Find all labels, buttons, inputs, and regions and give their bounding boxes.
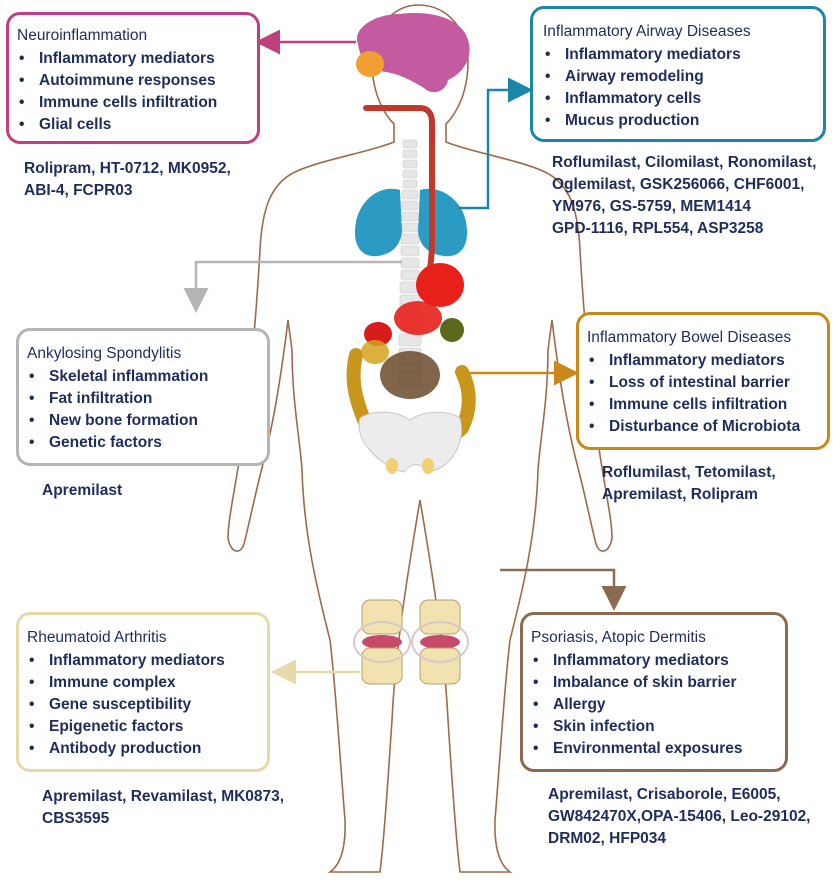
drug-line: Apremilast, Crisaborole, E6005, [548,786,781,803]
list-item: Glial cells [17,114,247,136]
arrow-ankylosing [183,260,402,313]
list-item: Inflammatory mediators [587,350,821,372]
gallbladder [364,322,392,346]
drug-line: Apremilast, Rolipram [602,486,758,503]
list-item: Inflammatory mediators [27,650,257,672]
rheumatoid-arthritis-drugs: Apremilast, Revamilast, MK0873, CBS3595 [42,786,284,830]
list-item: Disturbance of Microbiota [587,416,821,438]
brain-stem [356,51,384,77]
list-item: Inflammatory cells [543,88,813,110]
pelvis [358,411,462,473]
drug-line: CBS3595 [42,810,110,827]
psoriasis-dermatitis-box: Psoriasis, Atopic Dermitis Inflammatory … [520,612,788,772]
brain [356,13,470,93]
arrow-psoriasis [500,568,627,611]
psoriasis-dermatitis-drugs: Apremilast, Crisaborole, E6005, GW842470… [548,784,811,850]
list-item: Immune cells infiltration [17,92,247,114]
list-item: Allergy [531,694,779,716]
liver [394,301,442,335]
drug-line: Roflumilast, Tetomilast, [602,464,776,481]
drug-line: Apremilast [42,482,123,499]
drug-line: GW842470X,OPA-15406, Leo-29102, [548,808,811,825]
list-item: Environmental exposures [531,738,779,760]
neuroinflammation-title: Neuroinflammation [17,27,148,44]
list-item: New bone formation [27,410,257,432]
list-item: Inflammatory mediators [543,44,813,66]
list-item: Gene susceptibility [27,694,257,716]
list-item: Inflammatory mediators [17,48,247,70]
list-item: Fat infiltration [27,388,257,410]
small-intestine [380,351,440,399]
list-item: Skin infection [531,716,779,738]
arrow-airway [458,77,533,210]
list-item: Loss of intestinal barrier [587,372,821,394]
drug-line: Apremilast, Revamilast, MK0873, [42,788,285,805]
femur-head-right [422,458,434,474]
bowel-diseases-drugs: Roflumilast, Tetomilast, Apremilast, Rol… [602,462,776,506]
stomach [416,263,464,307]
rheumatoid-arthritis-list: Inflammatory mediators Immune complex Ge… [27,650,257,760]
ankylosing-spondylitis-list: Skeletal inflammation Fat infiltration N… [27,366,257,454]
drug-line: GPD-1116, RPL554, ASP3258 [552,220,764,237]
neuroinflammation-box: Neuroinflammation Inflammatory mediators… [6,12,260,144]
right-knee-joint [411,599,469,685]
airway-diseases-list: Inflammatory mediators Airway remodeling… [543,44,813,132]
pancreas [440,318,464,342]
list-item: Immune complex [27,672,257,694]
psoriasis-dermatitis-list: Inflammatory mediators Imbalance of skin… [531,650,779,760]
list-item: Genetic factors [27,432,257,454]
left-lung [354,188,402,257]
bowel-diseases-box: Inflammatory Bowel Diseases Inflammatory… [576,312,830,450]
femur-head-left [386,458,398,474]
list-item: Autoimmune responses [17,70,247,92]
list-item: Airway remodeling [543,66,813,88]
airway-diseases-title: Inflammatory Airway Diseases [543,23,751,40]
list-item: Mucus production [543,110,813,132]
drug-line: Oglemilast, GSK256066, CHF6001, [552,176,805,193]
colon-segment [361,340,389,364]
ankylosing-spondylitis-drugs: Apremilast [42,480,122,502]
drug-line: YM976, GS-5759, MEM1414 [552,198,752,215]
neuroinflammation-drugs: Rolipram, HT-0712, MK0952, ABI-4, FCPR03 [24,158,231,202]
left-knee-joint [353,599,411,685]
drug-line: Roflumilast, Cilomilast, Ronomilast, [552,154,817,171]
psoriasis-dermatitis-title: Psoriasis, Atopic Dermitis [531,629,706,646]
list-item: Skeletal inflammation [27,366,257,388]
drug-line: Rolipram, HT-0712, MK0952, [24,160,231,177]
rheumatoid-arthritis-title: Rheumatoid Arthritis [27,629,167,646]
ankylosing-spondylitis-title: Ankylosing Spondylitis [27,345,182,362]
list-item: Inflammatory mediators [531,650,779,672]
drug-line: ABI-4, FCPR03 [24,182,133,199]
ankylosing-spondylitis-box: Ankylosing Spondylitis Skeletal inflamma… [16,328,270,466]
neuroinflammation-list: Inflammatory mediators Autoimmune respon… [17,48,247,136]
bowel-diseases-title: Inflammatory Bowel Diseases [587,329,792,346]
spine [398,139,422,389]
airway-diseases-drugs: Roflumilast, Cilomilast, Ronomilast, Ogl… [552,152,816,240]
bowel-diseases-list: Inflammatory mediators Loss of intestina… [587,350,821,438]
list-item: Immune cells infiltration [587,394,821,416]
rheumatoid-arthritis-box: Rheumatoid Arthritis Inflammatory mediat… [16,612,270,772]
drug-line: DRM02, HFP034 [548,830,667,847]
list-item: Antibody production [27,738,257,760]
right-lung [418,188,468,257]
list-item: Imbalance of skin barrier [531,672,779,694]
airway-diseases-box: Inflammatory Airway Diseases Inflammator… [530,6,826,142]
list-item: Epigenetic factors [27,716,257,738]
